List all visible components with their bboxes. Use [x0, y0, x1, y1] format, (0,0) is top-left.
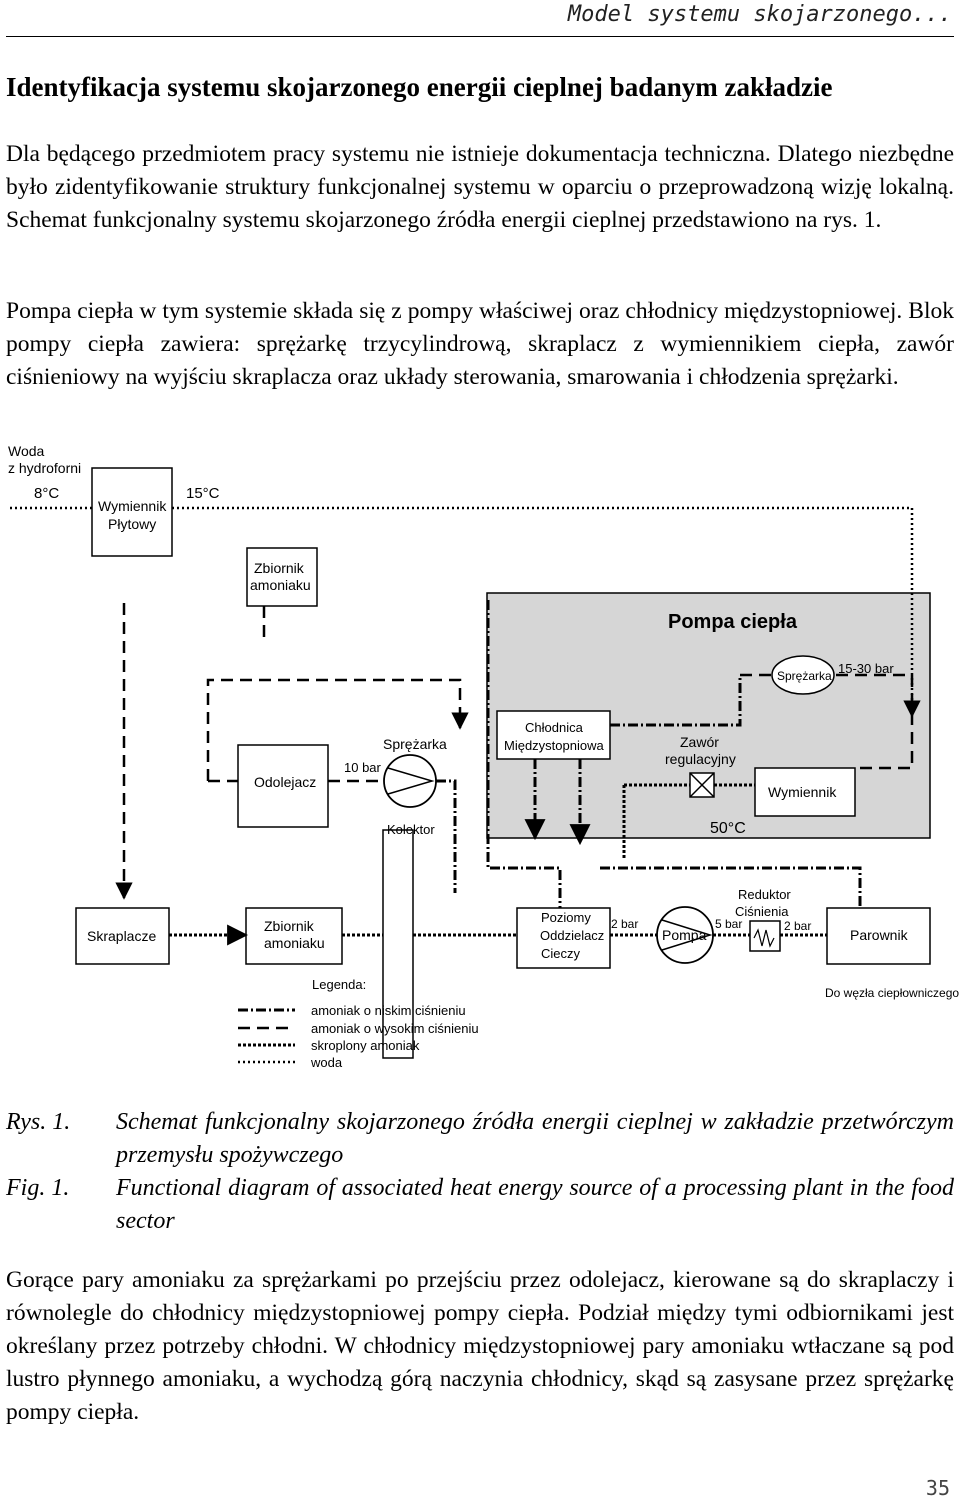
label-collector: Kolektor: [387, 822, 435, 837]
running-header: Model systemu skojarzonego...: [567, 2, 952, 27]
collector-box: [382, 829, 414, 1059]
label-hp-compressor: Sprężarka: [777, 669, 832, 683]
label-evaporator: Parownik: [850, 927, 909, 943]
label-ammonia-tank-bottom-2: amoniaku: [264, 935, 325, 951]
paragraph-2: Pompa ciepła w tym systemie składa się z…: [6, 298, 954, 390]
heat-pump-title: Pompa ciepła: [668, 611, 798, 633]
label-temp-50: 50°C: [710, 820, 746, 837]
legend: Legenda: amoniak o niskim ciśnieniu amon…: [238, 977, 479, 1070]
label-intercooler-1: Chłodnica: [525, 720, 584, 735]
label-hp-pressure: 15-30 bar: [838, 661, 894, 676]
label-pressure-5: 5 bar: [715, 917, 742, 931]
ammonia-tank-top-box: [246, 547, 318, 607]
label-exchanger: Wymiennik: [768, 784, 837, 800]
label-water-in-2: z hydroforni: [8, 460, 81, 476]
label-pressure-2a: 2 bar: [611, 917, 638, 931]
label-separator-2: Oddzielacz: [540, 928, 604, 943]
intercooler-box: [496, 710, 611, 760]
condensers-box: [75, 907, 170, 965]
label-temp-in: 8°C: [34, 485, 59, 502]
legend-water: woda: [310, 1055, 343, 1070]
exchanger-box: [754, 767, 856, 817]
label-pressure-10: 10 bar: [344, 760, 382, 775]
label-intercooler-2: Międzystopniowa: [504, 738, 604, 753]
paragraph-3: Gorące pary amoniaku za sprężarkami po p…: [6, 1267, 954, 1425]
compressor-symbol: [383, 754, 437, 808]
label-oil-separator: Odolejacz: [254, 774, 316, 790]
label-plate-exchanger-2: Płytowy: [108, 516, 156, 532]
label-pressure-2b: 2 bar: [784, 919, 811, 933]
caption-en: Fig. 1. Functional diagram of associated…: [6, 1172, 954, 1238]
legend-liquid: skroplony amoniak: [311, 1038, 420, 1053]
label-compressor: Sprężarka: [383, 736, 447, 752]
caption-pl: Rys. 1. Schemat funkcjonalny skojarzoneg…: [6, 1106, 954, 1172]
label-reducer-2: Ciśnienia: [735, 904, 789, 919]
page-number: 35: [925, 1476, 950, 1500]
label-valve-1: Zawór: [680, 734, 719, 750]
plate-exchanger-box: [91, 467, 173, 557]
legend-low: amoniak o niskim ciśnieniu: [311, 1003, 466, 1018]
label-ammonia-tank-top-1: Zbiornik: [254, 560, 305, 576]
label-ammonia-tank-top-2: amoniaku: [250, 577, 311, 593]
functional-diagram: Woda z hydroforni 8°C 15°C Wymiennik Pły…: [8, 443, 959, 1070]
label-separator-1: Poziomy: [541, 910, 591, 925]
caption-en-label: Fig. 1.: [6, 1175, 70, 1201]
label-separator-3: Cieczy: [541, 946, 581, 961]
caption-pl-text: Schemat funkcjonalny skojarzonego źródła…: [116, 1109, 954, 1168]
label-pump: Pompa: [662, 927, 707, 943]
label-plate-exchanger-1: Wymiennik: [98, 498, 167, 514]
legend-high: amoniak o wysokim ciśnieniu: [311, 1021, 479, 1036]
label-temp-out: 15°C: [186, 485, 220, 502]
separator-box: [516, 907, 611, 969]
section-title: Identyfikacja systemu skojarzonego energ…: [6, 72, 833, 102]
header-rule: [6, 36, 954, 37]
label-reducer-1: Reduktor: [738, 887, 791, 902]
figure-captions: Rys. 1. Schemat funkcjonalny skojarzoneg…: [6, 1106, 954, 1238]
hp-compressor-symbol: [771, 655, 835, 695]
paragraph-1: Dla będącego przedmiotem pracy systemu n…: [6, 141, 954, 233]
oil-separator-box: [237, 744, 329, 828]
legend-title: Legenda:: [312, 977, 366, 992]
evaporator-box: [826, 907, 931, 965]
label-ammonia-tank-bottom-1: Zbiornik: [264, 918, 315, 934]
caption-pl-label: Rys. 1.: [6, 1109, 71, 1135]
label-to-heating: Do węzła ciepłowniczego: [825, 986, 959, 1000]
label-condensers: Skraplacze: [87, 928, 156, 944]
label-valve-2: regulacyjny: [665, 751, 736, 767]
label-water-in-1: Woda: [8, 443, 45, 459]
caption-en-text: Functional diagram of associated heat en…: [116, 1175, 954, 1234]
